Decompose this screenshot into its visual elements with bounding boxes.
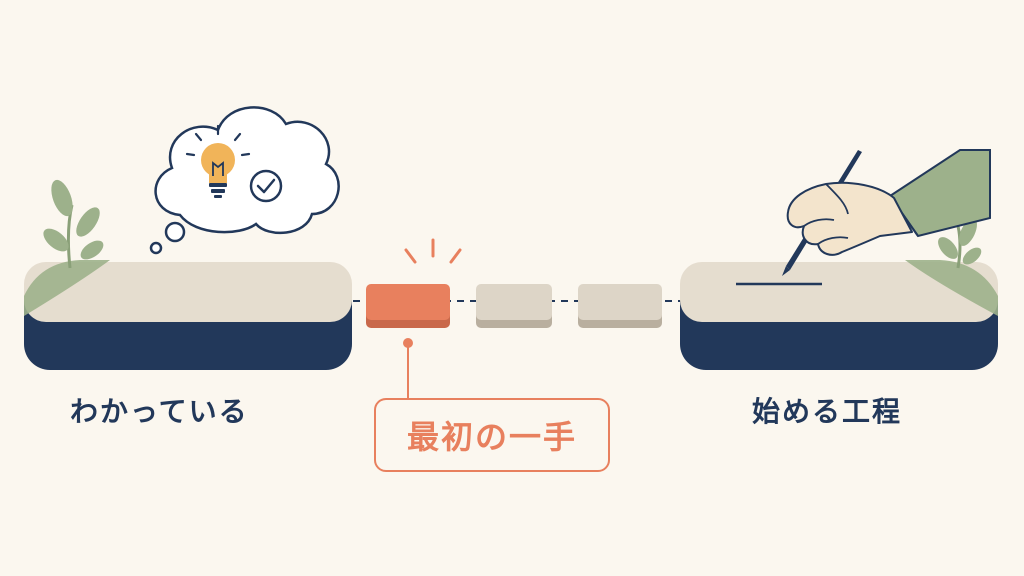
thought-bubble-icon xyxy=(149,106,340,255)
label-start-process: 始める工程 xyxy=(752,395,903,428)
checkmark-circle-icon xyxy=(249,169,283,203)
step-block-third xyxy=(578,284,662,328)
step-block-first xyxy=(366,284,450,328)
callout-text: 最初の一手 xyxy=(406,418,577,456)
leaf-icon-right xyxy=(938,218,982,269)
attention-rays xyxy=(404,238,462,264)
right-platform xyxy=(680,260,998,370)
leaf-icon xyxy=(43,179,104,269)
callout-pointer xyxy=(403,338,413,398)
hand-with-pen-icon xyxy=(782,149,991,276)
step-block-second xyxy=(476,284,552,328)
lightbulb-icon xyxy=(185,124,251,198)
callout-first-move: 最初の一手 xyxy=(374,398,610,472)
left-platform xyxy=(24,260,352,370)
label-known: わかっている xyxy=(70,395,249,428)
